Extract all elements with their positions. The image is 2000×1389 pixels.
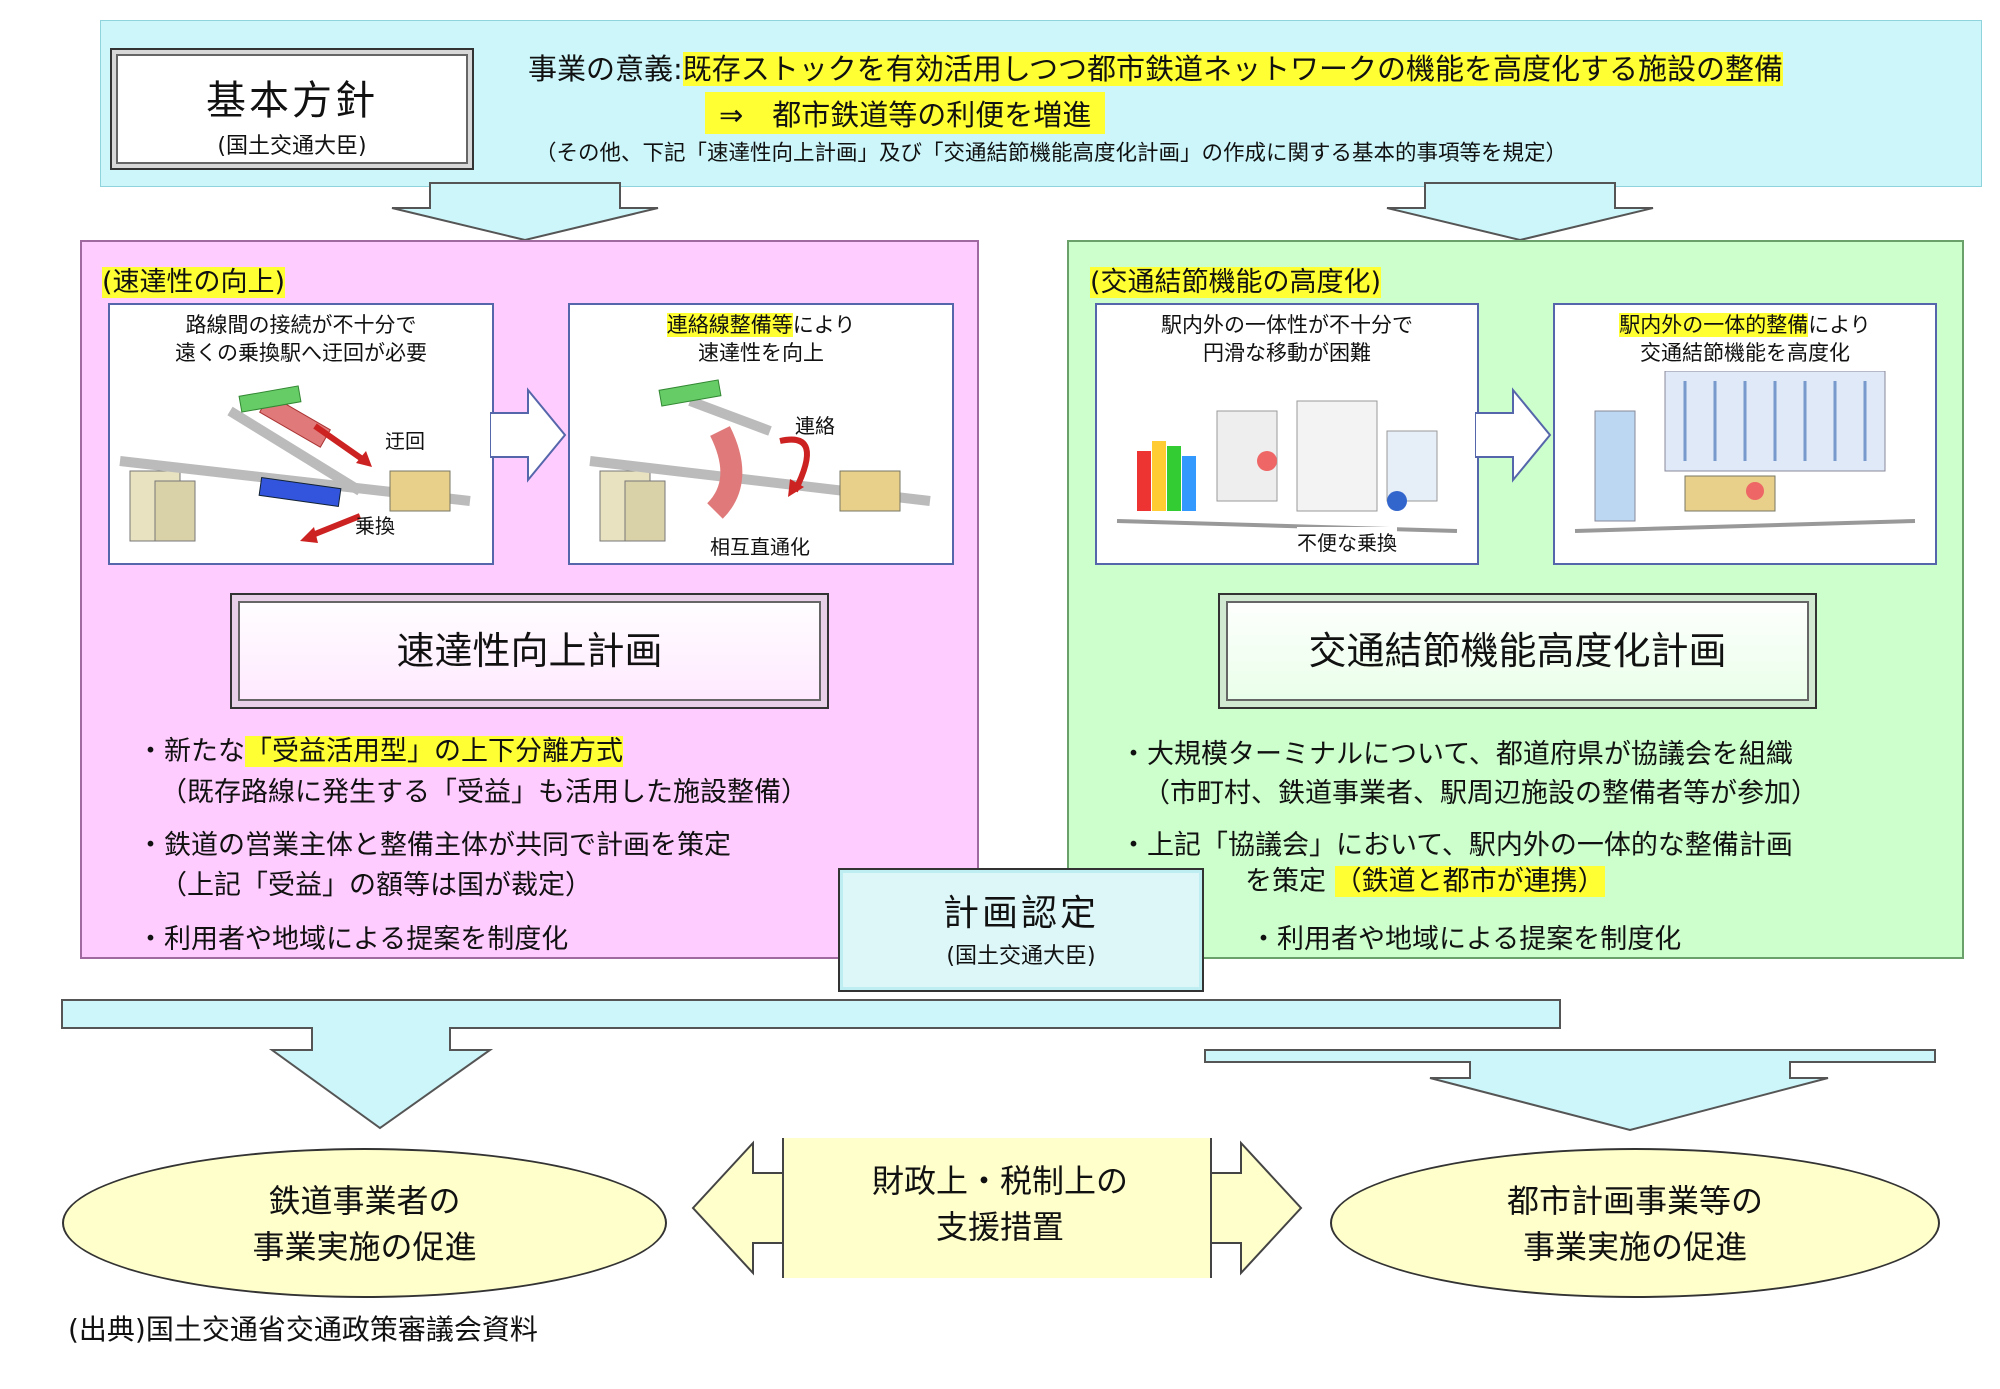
significance-text: 既存ストックを有効活用しつつ都市鉄道ネットワークの機能を高度化する施設の整備 [682,52,1784,86]
source-note: (出典)国土交通省交通政策審議会資料 [68,1313,538,1346]
node-before-illustration: 駅内外の一体性が不十分で 円滑な移動が困難 不便な乗換 [1095,303,1479,565]
station-before-icon [1116,400,1458,533]
node-after-illustration: 駅内外の一体的整備により 交通結節機能を高度化 [1553,303,1937,565]
speed-heading: (速達性の向上) [102,267,286,298]
speed-plan-box: 速達性向上計画 [230,593,829,709]
node-bullet-1-sub: （市町村、鉄道事業者、駅周辺施設の整備者等が参加） [1143,778,1818,809]
basic-policy-title: 基本方針 [206,78,378,124]
station-after-icon [1574,371,1916,533]
significance-label: 事業の意義 [528,52,674,86]
speed-before-caption: 路線間の接続が不十分で 遠くの乗換駅へ迂回が必要 [175,313,427,365]
node-bullet-2: ・上記「協議会」において、駅内外の一体的な整備計画 [1120,830,1793,861]
significance-line2: ⇒ 都市鉄道等の利便を増進 [705,92,1106,134]
basic-policy-sub: (国土交通大臣) [217,134,367,159]
support-double-arrow [691,1138,1303,1278]
transfer-label: 乗換 [355,514,395,538]
through-label: 相互直通化 [710,535,810,559]
speed-after-caption: 連絡線整備等により 速達性を向上 [666,313,856,365]
plan-recognition-title: 計画認定 [942,893,1099,934]
link-label: 連絡 [795,414,835,438]
inconvenient-transfer-label: 不便な乗換 [1297,527,1397,556]
node-bullet-3: ・利用者や地域による提案を制度化 [1250,924,1682,955]
rail-operator-outcome: 鉄道事業者の 事業実施の促進 [62,1148,667,1298]
speed-right-arrow [490,387,567,483]
speed-after-illustration: 連絡線整備等により 速達性を向上 連絡 相互直通化 [568,303,954,565]
speed-before-illustration: 路線間の接続が不十分で 遠くの乗換駅へ迂回が必要 迂回 乗換 [108,303,494,565]
link-railway-icon [589,379,931,542]
node-right-arrow [1475,387,1552,483]
top-arrows [391,182,1654,242]
node-before-caption: 駅内外の一体性が不十分で 円滑な移動が困難 [1161,313,1413,365]
speed-bullet-2: ・鉄道の営業主体と整備主体が共同で計画を策定 [137,830,731,861]
basic-policy-box: 基本方針 (国土交通大臣) [110,48,474,170]
bottom-arrows [61,999,1936,1132]
detour-label: 迂回 [385,429,425,453]
support-measures-label: 財政上・税制上の 支援措置 [871,1162,1128,1246]
node-bullet-1: ・大規模ターミナルについて、都道府県が協議会を組織 [1120,739,1793,770]
node-bullet-2-cont: を策定 （鉄道と都市が連携） [1245,866,1605,897]
node-heading: (交通結節機能の高度化) [1090,267,1382,298]
significance-note: （その他、下記「速達性向上計画」及び「交通結節機能高度化計画」の作成に関する基本… [535,141,1568,166]
node-after-caption: 駅内外の一体的整備により 交通結節機能を高度化 [1619,313,1871,365]
node-plan-box: 交通結節機能高度化計画 [1218,593,1817,709]
speed-bullet-1: ・新たな「受益活用型」の上下分離方式 [137,736,623,767]
detour-railway-icon [119,385,471,543]
urban-planning-outcome: 都市計画事業等の 事業実施の促進 [1330,1148,1940,1298]
plan-recognition-sub: (国土交通大臣) [946,944,1096,969]
speed-bullet-3: ・利用者や地域による提案を制度化 [137,924,569,955]
significance-line1: 事業の意義:既存ストックを有効活用しつつ都市鉄道ネットワークの機能を高度化する施… [528,52,1784,86]
speed-bullet-1-sub: （既存路線に発生する「受益」も活用した施設整備） [160,777,808,808]
plan-recognition-box: 計画認定 (国土交通大臣) [838,868,1204,992]
speed-bullet-2-sub: （上記「受益」の額等は国が裁定） [160,870,592,901]
